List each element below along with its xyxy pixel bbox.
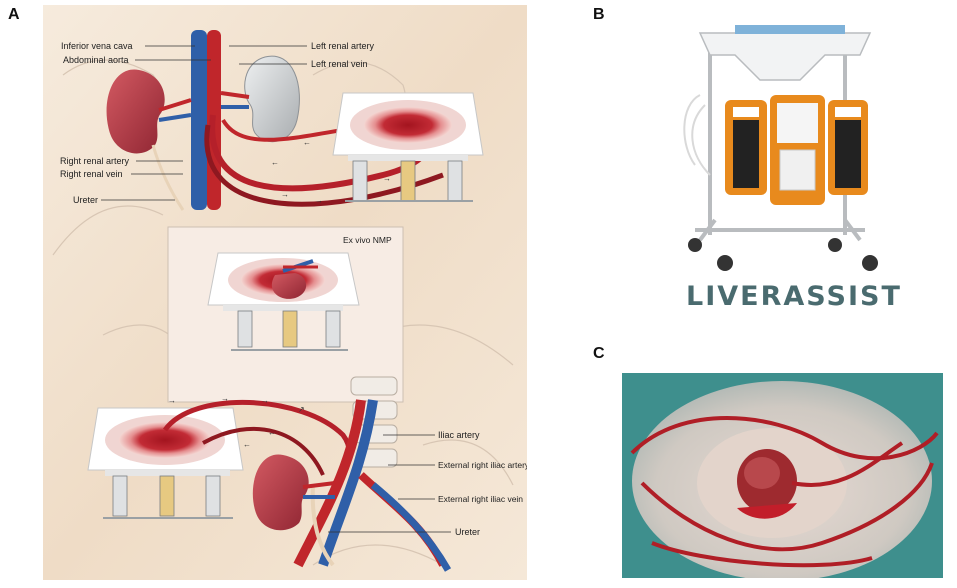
graft-organ — [737, 449, 797, 519]
panel-a-letter: A — [8, 6, 20, 23]
label-left-renal-vein: Left renal vein — [311, 59, 368, 69]
side-tubing — [683, 94, 711, 176]
label-ureter-top: Ureter — [73, 195, 98, 205]
svg-text:←: ← — [303, 138, 311, 147]
label-external-right-iliac-vein: External right iliac vein — [438, 494, 523, 504]
inferior-vena-cava — [191, 30, 207, 210]
perfusion-tubing-photo — [630, 416, 939, 568]
anatomy-labels: Inferior vena cava Abdominal aorta Left … — [60, 41, 527, 537]
skeleton-outline — [52, 59, 514, 566]
panel-a-illustration: ← ← → → → Ex vivo NMP — [43, 5, 527, 580]
label-right-renal-artery: Right renal artery — [60, 156, 130, 166]
svg-text:→: → — [221, 394, 229, 403]
perfusion-device-top — [332, 92, 484, 202]
graft-kidney — [220, 55, 300, 143]
flow-arrows-top: ← ← → → → — [271, 138, 391, 205]
panel-b-device-illustration — [683, 25, 878, 271]
liverassist-brand: LIVERASSIST — [686, 281, 902, 312]
label-inferior-vena-cava: Inferior vena cava — [61, 41, 133, 51]
panel-c-letter: C — [593, 345, 605, 362]
panel-b-letter: B — [593, 6, 605, 23]
organ-basin — [698, 25, 872, 81]
svg-text:→: → — [383, 174, 391, 183]
panel-c-photo — [622, 373, 943, 578]
svg-text:→: → — [168, 396, 176, 405]
label-ureter-bottom: Ureter — [455, 527, 480, 537]
svg-text:→: → — [281, 190, 289, 199]
label-external-right-iliac-artery: External right iliac artery — [438, 460, 527, 470]
spine — [350, 376, 398, 468]
svg-text:→: → — [261, 396, 269, 405]
svg-text:↗: ↗ — [298, 405, 305, 414]
label-iliac-artery: Iliac artery — [438, 430, 480, 440]
svg-text:←: ← — [268, 428, 276, 437]
pump-housings — [725, 95, 868, 205]
perfusion-device-bottom — [87, 407, 244, 519]
flow-arrows-bottom: → → → ↗ ← ← — [168, 394, 305, 449]
label-left-renal-artery: Left renal artery — [311, 41, 375, 51]
svg-text:←: ← — [243, 440, 251, 449]
great-vessels — [191, 30, 221, 210]
label-abdominal-aorta: Abdominal aorta — [63, 55, 129, 65]
svg-text:→: → — [315, 196, 323, 205]
cart-wheels — [688, 238, 878, 271]
right-kidney — [106, 69, 192, 211]
label-right-renal-vein: Right renal vein — [60, 169, 123, 179]
ex-vivo-inset: Ex vivo NMP — [167, 226, 404, 403]
svg-text:←: ← — [271, 158, 279, 167]
iliac-vessels — [293, 399, 452, 572]
transplanted-kidney — [252, 454, 336, 531]
ex-vivo-label: Ex vivo NMP — [343, 235, 392, 245]
